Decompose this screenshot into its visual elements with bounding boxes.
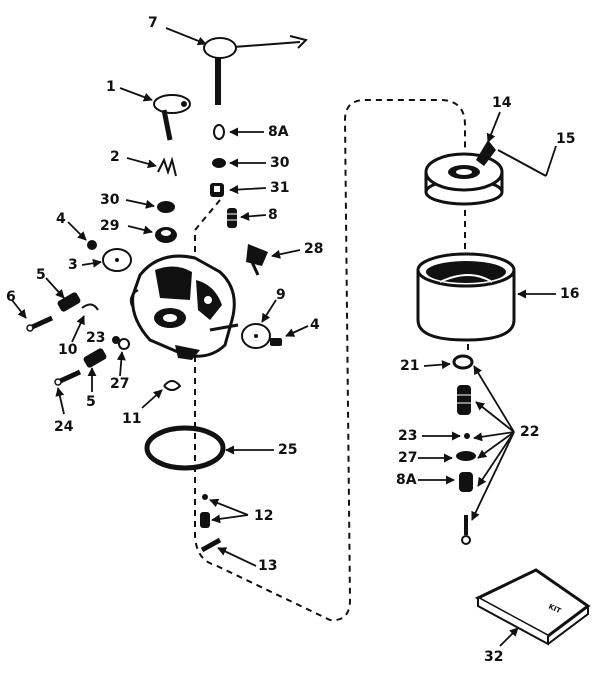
washer-23-left: [112, 336, 120, 344]
spring-part-2: [157, 156, 177, 177]
callout-10: 10: [58, 342, 78, 358]
throttle-shaft-part: [203, 35, 308, 105]
clip-10: [81, 303, 99, 311]
callout-11: 11: [122, 411, 142, 427]
callout-5-bottom: 5: [86, 394, 96, 410]
callout-23-right: 23: [398, 428, 418, 444]
float-bowl-16: [416, 252, 516, 342]
callout-23-left: 23: [86, 330, 106, 346]
pin-15: [497, 149, 547, 177]
callout-31: 31: [270, 180, 290, 196]
callout-27-left: 27: [110, 376, 130, 392]
gasket-25: [144, 425, 226, 471]
ball-12: [202, 494, 208, 500]
seal-8a-bottom: [459, 472, 473, 492]
pin-13: [200, 537, 222, 553]
callout-5-top: 5: [36, 267, 46, 283]
callout-4-left: 4: [56, 211, 66, 227]
choke-shaft-part: [153, 94, 191, 141]
leader-lines: [11, 27, 557, 647]
bowl-nut-22: [457, 385, 471, 415]
float-14: [424, 140, 504, 206]
callout-9: 9: [276, 287, 286, 303]
plate-3: [102, 248, 132, 272]
callout-8a-bottom: 8A: [396, 472, 417, 488]
repair-kit-booklet-32: KIT: [474, 568, 591, 646]
callout-7: 7: [148, 15, 158, 31]
screw-6: [26, 315, 54, 332]
washer-30-left: [157, 201, 175, 213]
screw-24: [54, 369, 82, 386]
screw-4-right: [270, 338, 282, 346]
callout-32: 32: [484, 649, 504, 665]
plate-9: [241, 323, 271, 349]
spring-12: [200, 512, 210, 528]
spring-5-top: [57, 292, 81, 312]
callout-1: 1: [106, 79, 116, 95]
screw-8: [227, 208, 237, 228]
carburetor-body: [129, 254, 239, 360]
ring-27-left: [118, 338, 130, 350]
callout-4-right: 4: [310, 317, 320, 333]
callout-3: 3: [68, 257, 78, 273]
needle-22: [461, 515, 471, 545]
bushing-31: [210, 183, 224, 197]
callout-14: 14: [492, 95, 512, 111]
washer-23-right: [464, 433, 470, 439]
callout-8: 8: [268, 207, 278, 223]
callout-25: 25: [278, 442, 298, 458]
callout-6: 6: [6, 289, 16, 305]
ring-27-right: [456, 451, 476, 461]
callout-2: 2: [110, 149, 120, 165]
seal-29: [155, 227, 177, 243]
callout-22: 22: [520, 424, 540, 440]
seal-8a-top: [213, 124, 225, 140]
callout-16: 16: [560, 286, 580, 302]
washer-30-right: [212, 158, 226, 168]
callout-13: 13: [258, 558, 278, 574]
washer-21: [452, 354, 474, 370]
callout-21: 21: [400, 358, 420, 374]
callout-12: 12: [254, 508, 274, 524]
callout-29: 29: [100, 218, 120, 234]
dashed-assembly-line: [194, 99, 466, 622]
callout-28: 28: [304, 241, 324, 257]
callout-30-left: 30: [100, 192, 120, 208]
callout-27-right: 27: [398, 450, 418, 466]
callout-15: 15: [556, 131, 576, 147]
screw-4-left: [87, 240, 97, 250]
spring-5-bottom: [83, 348, 107, 368]
callout-30-right: 30: [270, 155, 290, 171]
callout-8a-top: 8A: [268, 124, 289, 140]
fitting-28: [246, 244, 268, 276]
callout-24: 24: [54, 419, 74, 435]
ring-11: [163, 380, 182, 391]
